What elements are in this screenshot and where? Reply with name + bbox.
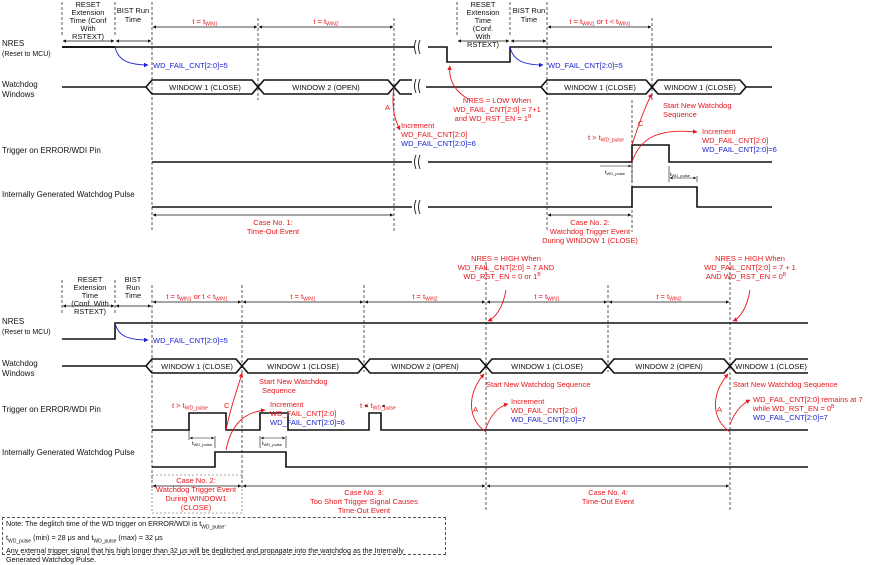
- wd-fail-6-top-b: WD_FAIL_CNT[2:0]=6: [702, 145, 777, 154]
- case4-label: Case No. 4:Time-Out Event: [582, 488, 635, 506]
- pulse-width-label-top-1: tWD_pulse: [605, 170, 626, 176]
- trigger-label-top: Trigger on ERROR/WDI Pin: [2, 146, 101, 155]
- wd-fail-7-bottom-b: WD_FAIL_CNT[2:0]=7: [753, 413, 828, 422]
- increment-bottom-a: Increment: [270, 400, 304, 409]
- increment-bottom-b: Increment: [511, 397, 545, 406]
- wd-fail-6-bottom: WD_FAIL_CNT[2:0]=6: [270, 418, 345, 427]
- t-win1-bottom-b: t = tWIN1: [534, 292, 559, 303]
- note-line-1: Note: The deglitch time of the WD trigge…: [6, 519, 227, 531]
- wd-window1-top-b: WINDOW 1 (CLOSE): [564, 83, 636, 92]
- deglitch-note: Note: The deglitch time of the WD trigge…: [2, 517, 446, 564]
- t-win1-or-top: t = tWIN1 or t < tWIN1: [569, 17, 631, 28]
- wd-fail-field-bottom-b: WD_FAIL_CNT[2:0]: [511, 406, 577, 415]
- start-new-bottom-c: Start New Watchdog Sequence: [733, 380, 837, 389]
- t-gt-top: t > tWD_pulse: [588, 133, 624, 144]
- t-win2-bottom-b: t = tWIN2: [656, 292, 681, 303]
- case2-bottom-box: [151, 474, 243, 514]
- nres-waveform-bottom: [62, 322, 808, 340]
- wd-fail-6-top-a: WD_FAIL_CNT[2:0]=6: [401, 139, 476, 148]
- increment-top-a: Increment: [401, 121, 435, 130]
- wd-fail-5-top-b: WD_FAIL_CNT[2:0]=5: [548, 61, 623, 70]
- increment-top-b: Increment: [702, 127, 736, 136]
- label-a-bottom-2: A: [717, 405, 722, 414]
- wd-window2-top-a: WINDOW 2 (OPEN): [292, 83, 360, 92]
- label-c-bottom: C: [224, 401, 230, 410]
- case1-label: Case No. 1:Time-Out Event: [247, 218, 300, 236]
- t-win2-top: t = tWIN2: [313, 17, 338, 28]
- label-a-bottom-1: A: [473, 405, 478, 414]
- note-line-4: Generated Watchdog Pulse.: [6, 555, 97, 565]
- wd-window1-bottom-a: WINDOW 1 (CLOSE): [161, 362, 233, 371]
- wd-fail-7-bottom-a: WD_FAIL_CNT[2:0]=7: [511, 415, 586, 424]
- wd-window2-bottom-a: WINDOW 2 (OPEN): [391, 362, 459, 371]
- t-win1-bottom-a: t = tWIN1: [290, 292, 315, 303]
- wd-fail-5-top-a: WD_FAIL_CNT[2:0]=5: [153, 61, 228, 70]
- wd-window1-bottom-b: WINDOW 1 (CLOSE): [267, 362, 339, 371]
- trigger-label-bottom: Trigger on ERROR/WDI Pin: [2, 405, 101, 414]
- t-gt-bottom: t > tWD_pulse: [172, 401, 208, 412]
- pulse-width-label-bottom-1: tWD_pulse: [192, 441, 213, 447]
- wd-fail-field-top-b: WD_FAIL_CNT[2:0]: [702, 136, 768, 145]
- pulse-width-label-top-2: tWD_pulse: [670, 172, 691, 178]
- t-lt-bottom: t < tWD_pulse: [360, 401, 396, 412]
- t-win2-bottom-a: t = tWIN2: [412, 292, 437, 303]
- wd-window1-top-a: WINDOW 1 (CLOSE): [169, 83, 241, 92]
- wd-fail-field-top-a: WD_FAIL_CNT[2:0]: [401, 130, 467, 139]
- wd-window2-bottom-b: WINDOW 2 (OPEN): [635, 362, 703, 371]
- case3-label: Case No. 3:Too Short Trigger Signal Caus…: [310, 488, 418, 515]
- note-line-2: tWD_pulse (min) = 28 μs and tWD_pulse (m…: [6, 532, 163, 545]
- label-a-top: A: [385, 103, 390, 112]
- wd-fail-field-bottom-a: WD_FAIL_CNT[2:0]: [270, 409, 336, 418]
- wd-window1-bottom-c: WINDOW 1 (CLOSE): [511, 362, 583, 371]
- note-line-3: Any external trigger signal that his hig…: [6, 546, 404, 556]
- nres-label-bottom: NRES(Reset to MCU): [2, 317, 51, 336]
- pulse-width-label-bottom-2: tWD_pulse: [262, 441, 283, 447]
- wd-window1-top-c: WINDOW 1 (CLOSE): [664, 83, 736, 92]
- pulse-label-top: Internally Generated Watchdog Pulse: [2, 190, 135, 199]
- t-win1-top: t = tWIN1: [192, 17, 217, 28]
- wd-fail-5-bottom: WD_FAIL_CNT[2:0]=5: [153, 336, 228, 345]
- pulse-label-bottom: Internally Generated Watchdog Pulse: [2, 448, 135, 457]
- start-new-bottom-b: Start New Watchdog Sequence: [486, 380, 590, 389]
- nres-label-top: NRES(Reset to MCU): [2, 39, 51, 58]
- t-win1-or-bottom: t = tWIN1 or t < tWIN1: [166, 292, 228, 303]
- wd-window1-bottom-d: WINDOW 1 (CLOSE): [735, 362, 807, 371]
- label-c-top: C: [638, 119, 644, 128]
